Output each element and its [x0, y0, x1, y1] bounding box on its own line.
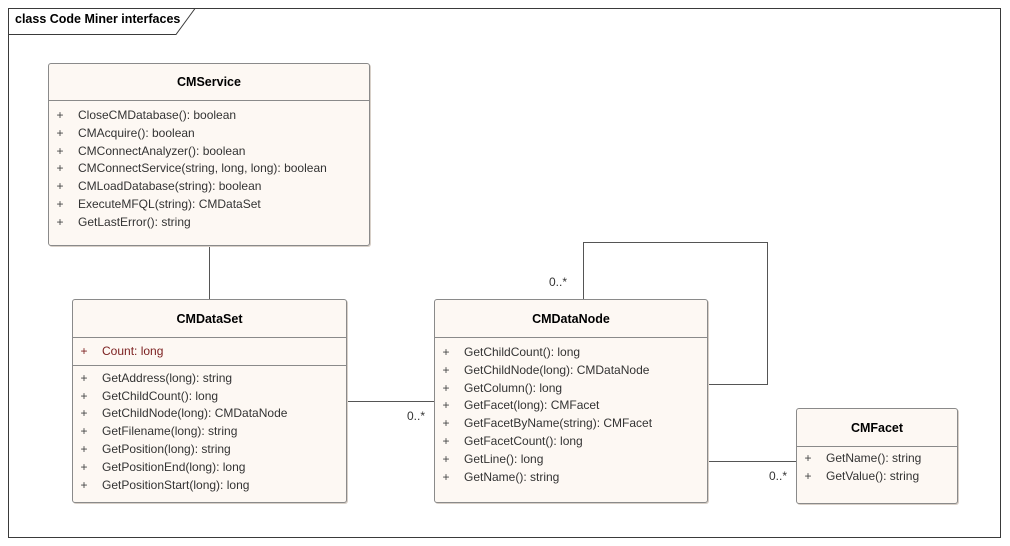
operation-row: +GetLastError(): string: [56, 214, 191, 229]
class-name: CMDataSet: [73, 300, 346, 338]
operation-row: +GetPosition(long): string: [80, 441, 231, 456]
operation-row: +GetChildCount(): long: [442, 345, 581, 359]
multiplicity-dataset-node: 0..*: [407, 409, 426, 423]
assoc-node-self: [583, 242, 768, 385]
attributes-compartment: +Count: long: [73, 338, 346, 366]
operation-row: +GetFilename(long): string: [80, 424, 238, 439]
operation-row: +ExecuteMFQL(string): CMDataSet: [56, 196, 261, 211]
operation-row: +GetChildNode(long): CMDataNode: [442, 362, 650, 377]
multiplicity-self-assoc: 0..*: [549, 275, 568, 289]
operations-compartment: +GetChildCount(): long +GetChildNode(lon…: [435, 338, 707, 490]
operation-row: +GetPositionStart(long): long: [80, 477, 250, 492]
class-cmfacet[interactable]: CMFacet +GetName(): string +GetValue(): …: [796, 408, 958, 504]
operation-row: +GetPositionEnd(long): long: [80, 459, 246, 474]
operation-row: +GetName(): string: [442, 469, 560, 484]
operation-row: +GetLine(): long: [442, 451, 544, 466]
class-name: CMDataNode: [435, 300, 707, 338]
operation-row: +CMConnectAnalyzer(): boolean: [56, 143, 246, 158]
operation-row: +CloseCMDatabase(): boolean: [56, 108, 237, 122]
operations-compartment: +GetAddress(long): string +GetChildCount…: [73, 366, 346, 499]
operation-row: +CMConnectService(string, long, long): b…: [56, 161, 327, 176]
class-cmdatanode[interactable]: CMDataNode +GetChildCount(): long +GetCh…: [434, 299, 708, 503]
attribute-row: +Count: long: [80, 344, 164, 358]
multiplicity-node-facet: 0..*: [769, 469, 788, 483]
operation-row: +GetChildCount(): long: [80, 388, 219, 403]
class-name: CMFacet: [797, 409, 957, 447]
class-cmdataset[interactable]: CMDataSet +Count: long +GetAddress(long)…: [72, 299, 347, 503]
operation-row: +CMAcquire(): boolean: [56, 125, 195, 140]
operation-row: +GetFacet(long): CMFacet: [442, 398, 600, 413]
class-cmservice[interactable]: CMService +CloseCMDatabase(): boolean +C…: [48, 63, 370, 246]
operation-row: +CMLoadDatabase(string): boolean: [56, 179, 262, 194]
operation-row: +GetChildNode(long): CMDataNode: [80, 406, 288, 421]
operation-row: +GetFacetByName(string): CMFacet: [442, 416, 653, 431]
operation-row: +GetColumn(): long: [442, 380, 563, 395]
operations-compartment: +GetName(): string +GetValue(): string: [797, 447, 957, 490]
operation-row: +GetValue(): string: [804, 468, 920, 483]
operation-row: +GetAddress(long): string: [80, 370, 233, 385]
operation-row: +GetFacetCount(): long: [442, 433, 583, 448]
frame-label-tab: [8, 8, 196, 35]
operation-row: +GetName(): string: [804, 451, 922, 465]
diagram-title: class Code Miner interfaces: [15, 12, 181, 26]
class-name: CMService: [49, 64, 369, 101]
operations-compartment: +CloseCMDatabase(): boolean +CMAcquire()…: [49, 101, 369, 236]
